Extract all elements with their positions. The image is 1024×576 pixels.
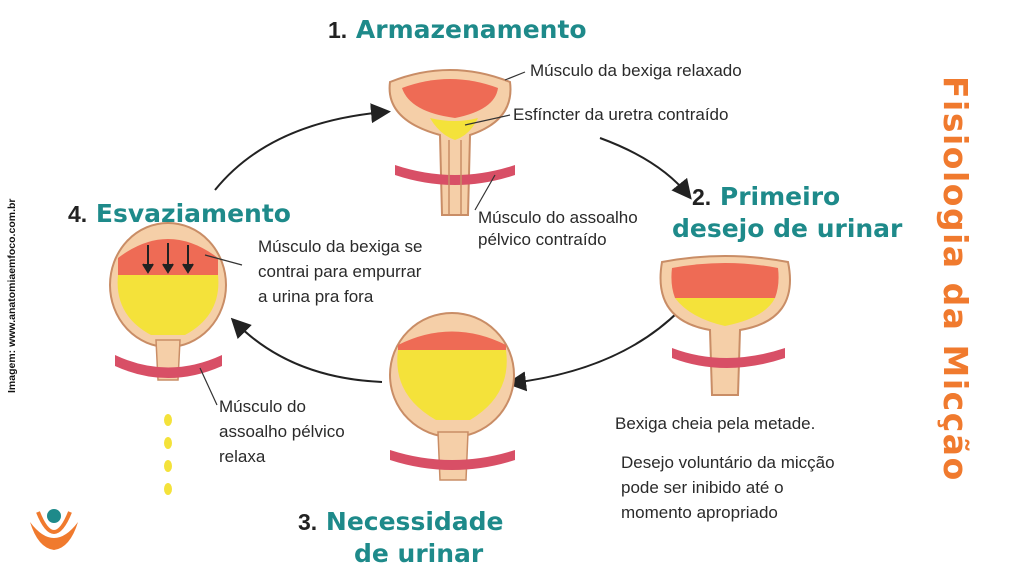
arrow-2-to-3	[506, 309, 681, 392]
stage-4-label: Esvaziamento	[95, 199, 291, 228]
label-pelvic-contracted-line2: pélvico contraído	[478, 230, 607, 249]
arrow-3-to-4	[230, 317, 383, 383]
bladder-half-full	[659, 255, 791, 396]
label-bladder-contracts-line2: contrai para empurrar	[258, 262, 422, 281]
label-pelvic-contracted-line1: Músculo do assoalho	[478, 208, 638, 227]
leader-lines	[199, 71, 526, 406]
label-sphincter-contracted: Esfíncter da uretra contraído	[513, 105, 729, 124]
bladder-storage	[388, 69, 515, 216]
contraction-arrows	[142, 243, 194, 274]
stage-4-title: 4. Esvaziamento	[68, 200, 291, 228]
bladder-emptying	[109, 222, 227, 495]
stage-2-title: 2. Primeiro	[692, 183, 840, 211]
stage-3-label-line1: Necessidade	[325, 507, 504, 536]
label-voluntary-line3: momento apropriado	[621, 503, 778, 522]
bladder-full	[389, 312, 515, 481]
stage-2-label-line2: desejo de urinar	[672, 214, 903, 243]
stage-2-number: 2.	[692, 184, 712, 210]
stage-1-number: 1.	[328, 17, 348, 43]
label-bladder-contracts-line1: Músculo da bexiga se	[258, 237, 423, 256]
label-bladder-relaxed: Músculo da bexiga relaxado	[530, 61, 742, 80]
stage-1-label: Armazenamento	[355, 15, 587, 44]
arrow-1-to-2	[599, 137, 692, 200]
brand-logo	[30, 509, 78, 550]
label-half-full: Bexiga cheia pela metade.	[615, 414, 816, 433]
label-pelvic-relaxes-line3: relaxa	[219, 447, 266, 466]
label-voluntary-line1: Desejo voluntário da micção	[621, 453, 835, 472]
stage-3-label-line2: de urinar	[354, 539, 484, 568]
stage-4-number: 4.	[68, 201, 88, 227]
stage-2-label-line1: Primeiro	[719, 182, 841, 211]
image-credit: Imagem: www.anatomiaemfoco.com.br	[6, 198, 18, 394]
label-bladder-contracts-line3: a urina pra fora	[258, 287, 374, 306]
page-title: Fisiologia da Micção	[936, 76, 975, 482]
label-voluntary-line2: pode ser inibido até o	[621, 478, 784, 497]
label-pelvic-relaxes-line1: Músculo do	[219, 397, 306, 416]
arrow-4-to-1	[214, 103, 391, 191]
urine-drops	[164, 414, 172, 495]
stage-3-number: 3.	[298, 509, 318, 535]
stage-1-title: 1. Armazenamento	[328, 16, 587, 44]
label-pelvic-relaxes-line2: assoalho pélvico	[219, 422, 345, 441]
stage-3-title: 3. Necessidade	[298, 508, 504, 536]
